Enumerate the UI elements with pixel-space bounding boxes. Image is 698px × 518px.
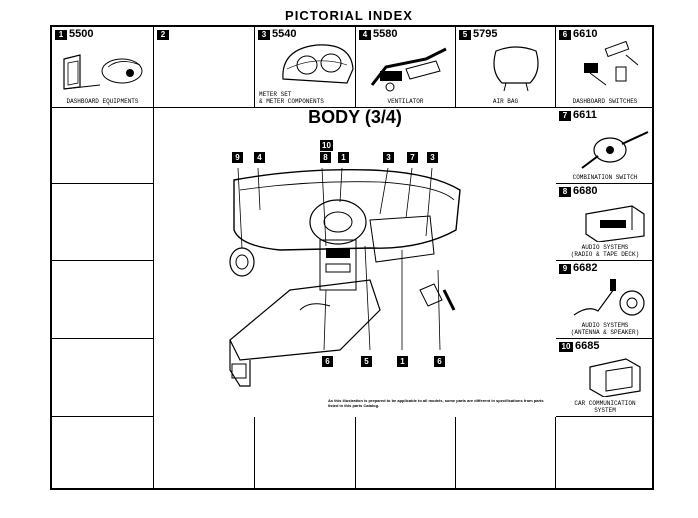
page-title: PICTORIAL INDEX	[285, 8, 413, 23]
part-code: 5540	[272, 28, 297, 40]
combination-switch-illustration	[581, 131, 649, 169]
car-communication-illustration	[589, 358, 641, 397]
part-code: 6680	[573, 185, 598, 197]
callout-9: 9	[232, 152, 243, 163]
air-bag-illustration	[493, 46, 539, 91]
cell-caption: AUDIO SYSTEMS (RADIO & TAPE DECK)	[570, 244, 640, 258]
index-cell-4[interactable]: 4 5580 VENTILATOR	[356, 27, 456, 108]
cell-caption: COMBINATION SWITCH	[572, 174, 638, 181]
empty-cell	[52, 184, 154, 261]
cell-caption: VENTILATOR	[387, 98, 424, 105]
empty-cell	[52, 108, 154, 184]
part-code: 5580	[373, 28, 398, 40]
empty-cell	[154, 417, 255, 488]
dashboard-equipment-illustration	[63, 54, 143, 90]
empty-cell	[556, 417, 654, 488]
cell-caption: DASHBOARD SWITCHES	[572, 98, 638, 105]
index-cell-7[interactable]: 7 6611 COMBINATION SWITCH	[556, 108, 654, 184]
index-cell-5[interactable]: 5 5795 AIR BAG	[456, 27, 556, 108]
index-cell-2[interactable]: 2	[154, 27, 255, 108]
index-cell-1[interactable]: 1 5500 DASHBOARD EQUIPMENTS	[52, 27, 154, 108]
empty-cell	[52, 417, 154, 488]
meter-set-illustration	[282, 44, 354, 84]
item-number-badge: 6	[559, 30, 571, 40]
callout-4: 4	[254, 152, 265, 163]
part-code: 6611	[573, 109, 597, 121]
cell-caption: AIR BAG	[492, 98, 519, 105]
item-number-badge: 7	[559, 111, 571, 121]
cell-caption: DASHBOARD EQUIPMENTS	[66, 98, 139, 105]
empty-cell	[52, 261, 154, 339]
part-code: 5795	[473, 28, 498, 40]
applicability-note: As this illustration is prepared to be a…	[328, 398, 544, 408]
item-number-badge: 5	[459, 30, 471, 40]
callout-10: 10	[320, 140, 333, 151]
callout-7: 7	[407, 152, 418, 163]
dashboard-exploded-view-illustration	[229, 167, 461, 387]
index-cell-3[interactable]: 3 5540 METER SET & METER COMPONENTS	[255, 27, 356, 108]
empty-cell	[356, 417, 456, 488]
item-number-badge: 2	[157, 30, 169, 40]
radio-tape-deck-illustration	[585, 205, 645, 242]
callout-8: 8	[320, 152, 331, 163]
empty-cell	[52, 339, 154, 417]
callout-6b: 6	[434, 356, 445, 367]
item-number-badge: 4	[359, 30, 371, 40]
index-cell-8[interactable]: 8 6680 AUDIO SYSTEMS (RADIO & TAPE DECK)	[556, 184, 654, 261]
callout-3: 3	[383, 152, 394, 163]
empty-cell	[255, 417, 356, 488]
callout-5: 5	[361, 356, 372, 367]
index-grid: 1 5500 DASHBOARD EQUIPMENTS 2 3 5540 MET…	[50, 25, 654, 490]
dashboard-switches-illustration	[584, 41, 639, 86]
part-code: 6682	[573, 262, 598, 274]
cell-caption: CAR COMMUNICATION SYSTEM	[574, 400, 636, 414]
index-cell-9[interactable]: 9 6682 AUDIO SYSTEMS (ANTENNA & SPEAKER)	[556, 261, 654, 339]
ventilator-illustration	[370, 47, 447, 92]
section-title: BODY (3/4)	[308, 107, 402, 127]
item-number-badge: 1	[55, 30, 67, 40]
callout-1: 1	[338, 152, 349, 163]
cell-caption: AUDIO SYSTEMS (ANTENNA & SPEAKER)	[570, 322, 640, 336]
item-number-badge: 9	[559, 264, 571, 274]
item-number-badge: 3	[258, 30, 270, 40]
cell-caption: METER SET & METER COMPONENTS	[259, 91, 324, 105]
part-code: 6685	[575, 340, 600, 352]
index-cell-10[interactable]: 10 6685 CAR COMMUNICATION SYSTEM	[556, 339, 654, 417]
empty-cell	[456, 417, 556, 488]
part-code: 5500	[69, 28, 94, 40]
callout-1b: 1	[397, 356, 408, 367]
part-code: 6610	[573, 28, 598, 40]
index-cell-6[interactable]: 6 6610 DASHBOARD SWITCHES	[556, 27, 654, 108]
antenna-speaker-illustration	[573, 279, 645, 316]
item-number-badge: 10	[559, 342, 573, 352]
callout-3b: 3	[427, 152, 438, 163]
item-number-badge: 8	[559, 187, 571, 197]
callout-6: 6	[322, 356, 333, 367]
